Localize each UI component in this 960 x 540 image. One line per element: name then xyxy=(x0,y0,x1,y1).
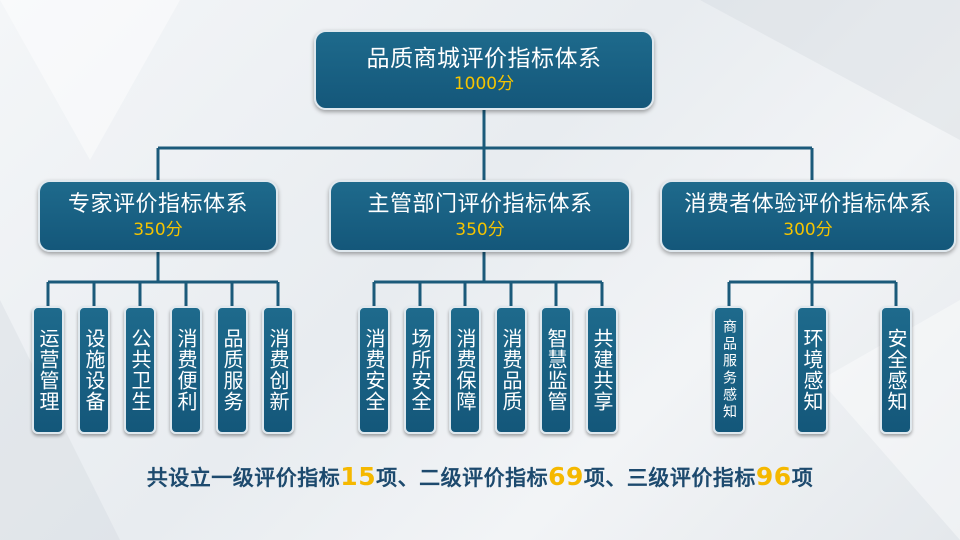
leaf-node: 消费便利 xyxy=(170,306,202,434)
leaf-label: 消费保障 xyxy=(453,328,477,412)
leaf-label: 消费品质 xyxy=(499,328,523,412)
leaf-node: 商品服务感知 xyxy=(713,306,745,434)
leaf-label: 消费创新 xyxy=(266,328,290,412)
leaf-label: 消费便利 xyxy=(174,328,198,412)
leaf-node: 安全感知 xyxy=(880,306,912,434)
branch-node-authority: 主管部门评价指标体系 350分 xyxy=(329,180,631,252)
branch-title: 专家评价指标体系 xyxy=(67,192,248,217)
branch-node-consumer: 消费者体验评价指标体系 300分 xyxy=(660,180,956,252)
leaf-label: 设施设备 xyxy=(82,328,106,412)
root-score: 1000分 xyxy=(453,74,515,94)
summary-text: 共设立一级评价指标15项、二级评价指标69项、三级评价指标96项 xyxy=(0,462,960,492)
leaf-label: 消费安全 xyxy=(362,328,386,412)
branch-title: 主管部门评价指标体系 xyxy=(367,192,593,217)
leaf-label: 运营管理 xyxy=(36,328,60,412)
leaf-node: 消费品质 xyxy=(495,306,527,434)
summary-part3: 项、三级评价指标 xyxy=(583,466,756,490)
leaf-label: 场所安全 xyxy=(408,328,432,412)
leaf-node: 共建共享 xyxy=(586,306,618,434)
leaf-node: 品质服务 xyxy=(216,306,248,434)
summary-num2: 69 xyxy=(548,462,584,491)
leaf-node: 智慧监管 xyxy=(540,306,572,434)
root-node: 品质商城评价指标体系 1000分 xyxy=(314,30,654,110)
leaf-label: 公共卫生 xyxy=(128,328,152,412)
branch-score: 350分 xyxy=(133,220,183,240)
summary-part2: 项、二级评价指标 xyxy=(376,466,549,490)
summary-num1: 15 xyxy=(340,462,377,491)
leaf-node: 设施设备 xyxy=(78,306,110,434)
leaf-label: 智慧监管 xyxy=(544,328,568,412)
branch-node-expert: 专家评价指标体系 350分 xyxy=(38,180,278,252)
leaf-node: 消费安全 xyxy=(358,306,390,434)
leaf-label: 商品服务感知 xyxy=(721,319,737,421)
leaf-label: 共建共享 xyxy=(590,328,614,412)
summary-part4: 项 xyxy=(791,466,814,490)
summary-num3: 96 xyxy=(755,462,792,491)
leaf-label: 品质服务 xyxy=(220,328,244,412)
branch-title: 消费者体验评价指标体系 xyxy=(684,192,932,217)
leaf-label: 安全感知 xyxy=(884,328,908,412)
leaf-node: 消费保障 xyxy=(449,306,481,434)
branch-score: 350分 xyxy=(455,220,505,240)
leaf-node: 环境感知 xyxy=(796,306,828,434)
leaf-node: 公共卫生 xyxy=(124,306,156,434)
leaf-node: 场所安全 xyxy=(404,306,436,434)
leaf-label: 环境感知 xyxy=(800,328,824,412)
leaf-node: 运营管理 xyxy=(32,306,64,434)
summary-part1: 共设立一级评价指标 xyxy=(146,466,341,490)
branch-score: 300分 xyxy=(783,220,833,240)
leaf-node: 消费创新 xyxy=(262,306,294,434)
root-title: 品质商城评价指标体系 xyxy=(366,46,602,72)
